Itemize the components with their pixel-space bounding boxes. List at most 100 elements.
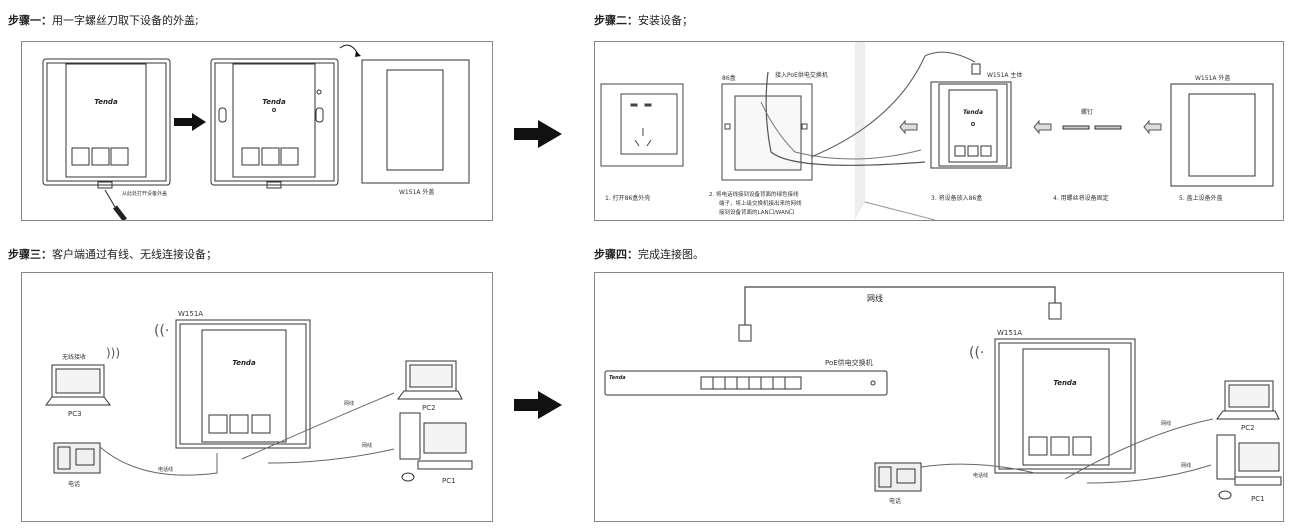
big-right-arrow-icon (514, 120, 562, 148)
right-arrow-icon (174, 113, 206, 131)
device-main-body: Tenda (930, 81, 1012, 169)
step3-text: 客户端通过有线、无线连接设备； (52, 248, 217, 261)
phone-cable (760, 101, 922, 160)
step1-illustration: Tenda 从此处打开设备外盖 Tenda (42, 44, 470, 222)
step1-panel: Tenda 从此处打开设备外盖 Tenda (21, 41, 493, 222)
top-net-cable (744, 286, 1056, 325)
step1-text: 用一字螺丝刀取下设备的外盖; (52, 14, 199, 27)
screwdriver-icon (104, 189, 127, 222)
laptop-pc2-2 (1216, 380, 1280, 420)
wifi-icon-2: ))) (106, 346, 120, 360)
step2-text: 安装设备； (638, 14, 693, 27)
step4-text: 完成连接图。 (638, 248, 704, 261)
device-uncovered-view: Tenda (210, 58, 339, 189)
net-cable-c (1064, 418, 1214, 480)
brand-logo: Tenda (94, 98, 118, 106)
brand-logo-6: Tenda (1053, 379, 1077, 387)
phone-cable-3 (99, 446, 218, 476)
screwdriver-hint: 从此处打开设备外盖 (122, 190, 167, 197)
screw-label: 螺钉 (1081, 108, 1093, 116)
net-label-3: 网线 (1161, 420, 1171, 427)
cover-view-2 (1170, 83, 1274, 187)
phone-label: 电话 (68, 480, 80, 488)
step4-illustration: 网线 Tenda PoE供电交换机 Tenda W151A ((· (604, 286, 1282, 505)
pc2-label: PC2 (422, 404, 436, 412)
pc1-label: PC1 (442, 477, 456, 485)
net-label-4: 网线 (1181, 462, 1191, 469)
net-label-1: 网线 (344, 400, 354, 407)
phone-icon-2 (874, 462, 922, 492)
screw-icon (1062, 125, 1122, 130)
desktop-pc1 (399, 412, 473, 482)
step3-prefix: 步骤三： (8, 248, 52, 261)
net-cable-b (267, 448, 395, 464)
poe-cable (765, 71, 926, 166)
cover-view (361, 59, 470, 184)
main-label: W151A 主体 (987, 71, 1022, 79)
caption-2c: 接到设备背面的LAN口/WAN口 (719, 208, 794, 216)
net-cable-d (1086, 464, 1212, 484)
caption-4: 4. 用螺丝将设备固定 (1053, 194, 1109, 202)
box-label: 86盒 (722, 74, 736, 82)
net-top-label: 网线 (867, 293, 883, 303)
laptop-pc2 (397, 360, 463, 400)
phone-line-label: 电话线 (158, 466, 173, 473)
box-86 (721, 83, 813, 181)
desktop-pc1-2 (1216, 434, 1282, 500)
step2-title: 步骤二：安装设备； (594, 12, 693, 28)
big-right-arrow-icon-2 (514, 391, 562, 419)
phone-icon (53, 442, 101, 474)
step4-title: 步骤四：完成连接图。 (594, 246, 704, 262)
left-arrow-icon-3 (1143, 119, 1162, 135)
step4-prefix: 步骤四： (594, 248, 638, 261)
step3-illustration: Tenda W151A ((· 无线接收 ))) PC3 电话 电话线 PC2 (45, 310, 473, 488)
phone-line-label-2: 电话线 (973, 472, 988, 479)
step2-illustration: 1. 打开86盒外壳 86盒 接入PoE供电交换机 2. 将电话线接到设备背面的… (600, 42, 1274, 221)
cover-label-2: W151A 外盖 (1195, 74, 1230, 82)
brand-logo-3: Tenda (963, 109, 983, 116)
pc3-label: PC3 (68, 410, 82, 418)
caption-2b: 端子，将上级交换机接出来的网线 (719, 199, 802, 207)
caption-1: 1. 打开86盒外壳 (605, 194, 650, 202)
switch-label: PoE供电交换机 (825, 358, 873, 367)
net-cable-a (241, 392, 395, 460)
wireless-label: 无线接收 (62, 353, 86, 361)
step4-panel: 网线 Tenda PoE供电交换机 Tenda W151A ((· (594, 272, 1284, 522)
net-label-2: 网线 (362, 442, 372, 449)
rj45-plug-icon-3 (1048, 302, 1062, 320)
poe-switch (604, 370, 888, 396)
socket-panel (600, 83, 684, 167)
caption-2a: 2. 将电话线接到设备背面的绿色接线 (709, 190, 799, 198)
caption-3: 3. 将设备放入86盒 (931, 194, 982, 202)
wifi-icon-3: ((· (969, 345, 984, 361)
step2-panel: 1. 打开86盒外壳 86盒 接入PoE供电交换机 2. 将电话线接到设备背面的… (594, 41, 1284, 221)
step1-title: 步骤一：用一字螺丝刀取下设备的外盖; (8, 12, 199, 28)
phone-label-2: 电话 (889, 497, 901, 505)
pc1-label-2: PC1 (1251, 495, 1265, 503)
step2-prefix: 步骤二： (594, 14, 638, 27)
remove-arrow-icon (339, 44, 359, 55)
cover-label: W151A 外盖 (399, 188, 434, 196)
laptop-pc3 (45, 364, 111, 406)
pc2-label-2: PC2 (1241, 424, 1255, 432)
caption-5: 5. 盖上设备外盖 (1179, 194, 1223, 202)
rj45-plug-icon (971, 63, 981, 75)
w151a-device-2: Tenda (994, 338, 1136, 474)
step1-prefix: 步骤一： (8, 14, 52, 27)
left-arrow-icon (899, 119, 918, 135)
step3-panel: Tenda W151A ((· 无线接收 ))) PC3 电话 电话线 PC2 (21, 272, 493, 522)
rj45-plug-icon-2 (738, 324, 752, 342)
step3-title: 步骤三：客户端通过有线、无线连接设备； (8, 246, 217, 262)
w151a-device: Tenda (175, 319, 311, 449)
brand-logo-5: Tenda (609, 375, 626, 381)
device-front-view: Tenda (42, 58, 171, 189)
brand-logo-4: Tenda (232, 359, 256, 367)
left-arrow-icon-2 (1033, 119, 1052, 135)
phone-cable-4 (920, 463, 1036, 474)
brand-logo-2: Tenda (262, 98, 286, 106)
poe-label: 接入PoE供电交换机 (775, 71, 828, 79)
device-label-2: W151A (997, 329, 1022, 337)
wifi-icon: ((· (154, 323, 169, 339)
device-label: W151A (178, 310, 203, 318)
uplink-cable (810, 51, 976, 158)
